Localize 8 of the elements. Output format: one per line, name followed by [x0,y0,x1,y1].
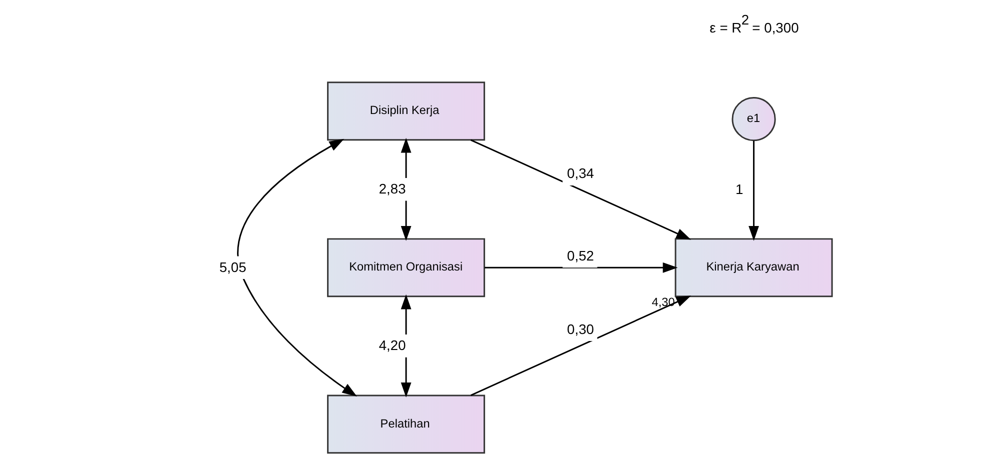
edge-label: 4,20 [378,337,406,354]
edge-label: 5,05 [219,258,246,275]
edge-label: 0,30 [567,320,594,337]
node-label: 4,30 [652,294,675,309]
edge-label: 0,52 [567,247,594,264]
edge-label: 1 [735,180,744,197]
edge-label: 2,83 [378,180,406,197]
edge-label: 0,34 [567,165,594,182]
